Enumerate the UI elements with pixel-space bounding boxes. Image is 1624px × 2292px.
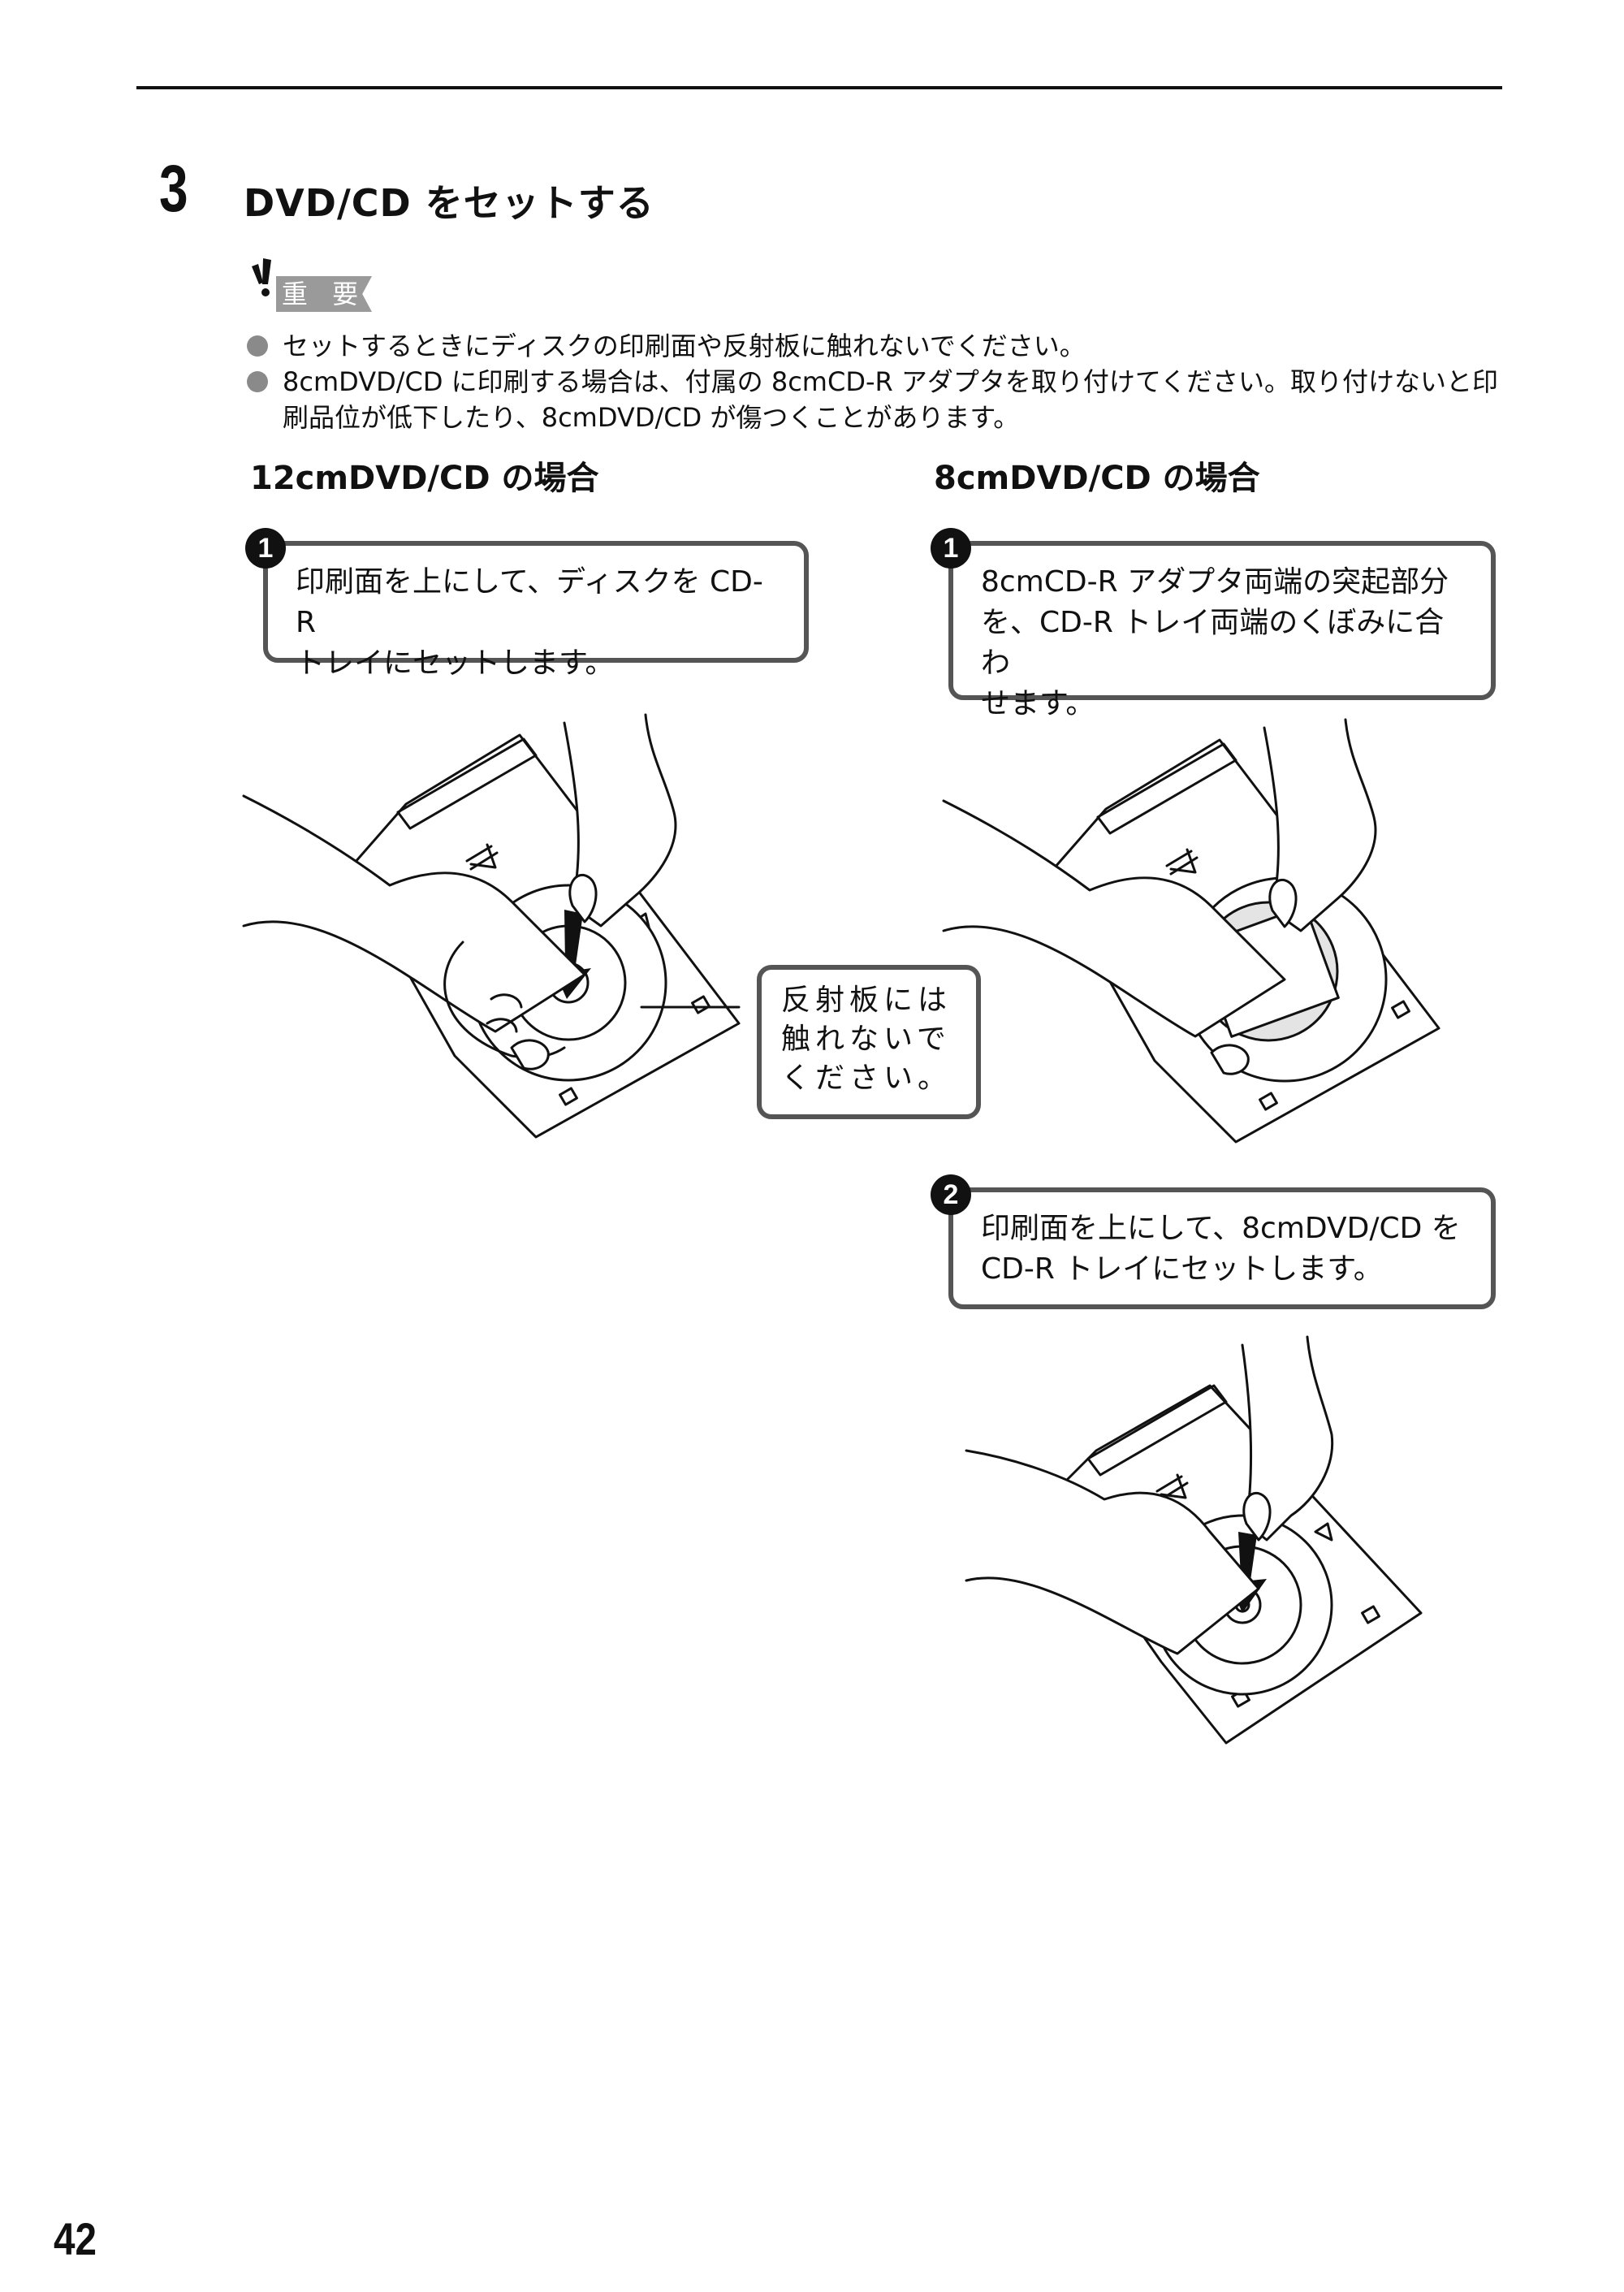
important-notes: セットするときにディスクの印刷面や反射板に触れないでください。 8cmDVD/C… <box>244 328 1510 435</box>
warning-line: 触れないで <box>781 1023 951 1056</box>
warning-line: 反射板には <box>781 984 952 1017</box>
warning-callout: 反射板には 触れないで ください。 <box>757 965 981 1119</box>
instruction-callout-8cm-step1: 8cmCD-R アダプタ両端の突起部分 を、CD-R トレイ両端のくぼみに合わ … <box>948 541 1496 720</box>
instruction-line: 印刷面を上にして、ディスクを CD-R <box>296 565 763 639</box>
tray-illustration-8cm-disc <box>965 1335 1423 1745</box>
instruction-line: CD-R トレイにセットします。 <box>981 1252 1383 1286</box>
instruction-line: 印刷面を上にして、8cmDVD/CD を <box>981 1212 1461 1245</box>
top-rule <box>136 86 1502 89</box>
step-badge-1: 1 <box>245 528 286 569</box>
instruction-line: 8cmCD-R アダプタ両端の突起部分 <box>981 565 1449 599</box>
important-note: セットするときにディスクの印刷面や反射板に触れないでください。 <box>244 328 1510 364</box>
important-note: 8cmDVD/CD に印刷する場合は、付属の 8cmCD-R アダプタを取り付け… <box>244 364 1510 435</box>
case-heading-8cm: 8cmDVD/CD の場合 <box>934 460 1260 497</box>
step-number: 3 <box>159 152 188 226</box>
step-badge-2: 2 <box>931 1174 971 1215</box>
tray-illustration-12cm <box>242 713 741 1139</box>
exclamation-icon <box>252 258 271 296</box>
important-badge: 重 要 <box>252 258 382 318</box>
tray-illustration-8cm-adapter <box>942 718 1440 1144</box>
warning-line: ください。 <box>781 1062 952 1095</box>
page-number: 42 <box>54 2213 97 2264</box>
instruction-line: トレイにセットします。 <box>296 647 615 680</box>
important-label: 重 要 <box>276 276 372 312</box>
section-title: DVD/CD をセットする <box>244 181 654 225</box>
step-badge-1: 1 <box>931 528 971 569</box>
instruction-line: を、CD-R トレイ両端のくぼみに合わ <box>981 606 1445 680</box>
instruction-callout-12cm-step1: 印刷面を上にして、ディスクを CD-R トレイにセットします。 <box>263 541 809 680</box>
case-heading-12cm: 12cmDVD/CD の場合 <box>250 460 599 497</box>
instruction-line: せます。 <box>981 687 1095 720</box>
instruction-callout-8cm-step2: 印刷面を上にして、8cmDVD/CD を CD-R トレイにセットします。 <box>948 1187 1496 1309</box>
